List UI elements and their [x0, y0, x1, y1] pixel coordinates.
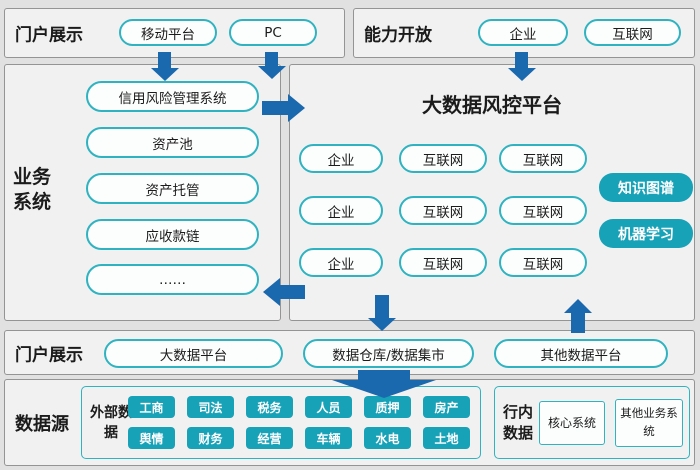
arrow-platform-to-business-icon — [280, 285, 305, 299]
datasource-label: 数据源 — [15, 413, 69, 435]
pill-pc: PC — [229, 19, 317, 46]
arrow-enterprise-to-platform-icon — [515, 52, 528, 68]
external-item-tax: 税务 — [246, 396, 293, 418]
pill-asset-pool: 资产池 — [86, 127, 259, 158]
knowledge-graph-button: 知识图谱 — [599, 173, 693, 202]
external-item-utilities: 水电 — [364, 427, 411, 449]
platform-cell-enterprise: 企业 — [299, 144, 383, 173]
pill-credit-risk-system: 信用风险管理系统 — [86, 81, 259, 112]
platform-cell-internet: 互联网 — [499, 248, 587, 277]
external-item-vehicle: 车辆 — [305, 427, 352, 449]
platform-row-3: 企业 互联网 互联网 — [299, 248, 587, 277]
arrow-warehouse-to-external-icon — [358, 370, 410, 380]
other-business-system-box: 其他业务系统 — [615, 399, 683, 447]
platform-cell-internet: 互联网 — [399, 144, 487, 173]
risk-platform-panel: 大数据风控平台 企业 互联网 互联网 企业 互联网 互联网 企业 互联网 互联网… — [289, 64, 695, 321]
external-data-label: 外部数据 — [90, 404, 132, 441]
platform-cell-enterprise: 企业 — [299, 196, 383, 225]
external-item-pledge: 质押 — [364, 396, 411, 418]
portal-top-panel: 门户展示 移动平台 PC — [4, 8, 345, 58]
pill-capability-internet: 互联网 — [584, 19, 681, 46]
risk-platform-title: 大数据风控平台 — [422, 93, 562, 117]
arrow-platform-to-warehouse-icon — [375, 295, 389, 318]
platform-cell-internet: 互联网 — [399, 196, 487, 225]
platform-cell-enterprise: 企业 — [299, 248, 383, 277]
platform-cell-internet: 互联网 — [499, 144, 587, 173]
external-item-business-registry: 工商 — [128, 396, 175, 418]
internal-data-box: 行内数据 核心系统 其他业务系统 — [494, 386, 690, 459]
external-item-property: 房产 — [423, 396, 470, 418]
capability-panel: 能力开放 企业 互联网 — [353, 8, 695, 58]
arrow-pc-down-icon — [265, 52, 278, 66]
business-systems-label: 业务系统 — [13, 166, 52, 213]
arrow-otherdata-to-platform-icon — [571, 313, 585, 333]
external-data-box: 外部数据 工商 司法 税务 人员 质押 房产 舆情 财务 经营 车辆 水电 土地 — [81, 386, 481, 459]
pill-ellipsis: …… — [86, 264, 259, 295]
platform-cell-internet: 互联网 — [499, 196, 587, 225]
internal-data-label: 行内数据 — [503, 402, 534, 442]
core-system-box: 核心系统 — [539, 401, 605, 445]
pill-capability-enterprise: 企业 — [478, 19, 568, 46]
pill-other-data-platform: 其他数据平台 — [494, 339, 668, 368]
external-item-operation: 经营 — [246, 427, 293, 449]
external-item-judicial: 司法 — [187, 396, 234, 418]
portal-bottom-panel: 门户展示 大数据平台 数据仓库/数据集市 其他数据平台 — [4, 330, 695, 375]
pill-mobile-platform: 移动平台 — [119, 19, 217, 46]
arrow-business-to-platform-icon — [262, 101, 288, 115]
platform-row-1: 企业 互联网 互联网 — [299, 144, 587, 173]
pill-data-warehouse: 数据仓库/数据集市 — [303, 339, 474, 368]
external-item-personnel: 人员 — [305, 396, 352, 418]
platform-cell-internet: 互联网 — [399, 248, 487, 277]
pill-asset-custody: 资产托管 — [86, 173, 259, 204]
pill-bigdata-platform: 大数据平台 — [104, 339, 283, 368]
business-systems-panel: 业务系统 信用风险管理系统 资产池 资产托管 应收款链 …… — [4, 64, 281, 321]
external-data-grid: 工商 司法 税务 人员 质押 房产 舆情 财务 经营 车辆 水电 土地 — [128, 396, 480, 449]
portal-top-label: 门户展示 — [15, 25, 83, 46]
pill-receivables-chain: 应收款链 — [86, 219, 259, 250]
capability-label: 能力开放 — [364, 25, 432, 46]
external-item-land: 土地 — [423, 427, 470, 449]
external-item-public-opinion: 舆情 — [128, 427, 175, 449]
arrow-mobile-to-business-icon — [158, 52, 171, 68]
platform-row-2: 企业 互联网 互联网 — [299, 196, 587, 225]
external-item-finance: 财务 — [187, 427, 234, 449]
machine-learning-button: 机器学习 — [599, 219, 693, 248]
portal-bottom-label: 门户展示 — [15, 345, 83, 365]
